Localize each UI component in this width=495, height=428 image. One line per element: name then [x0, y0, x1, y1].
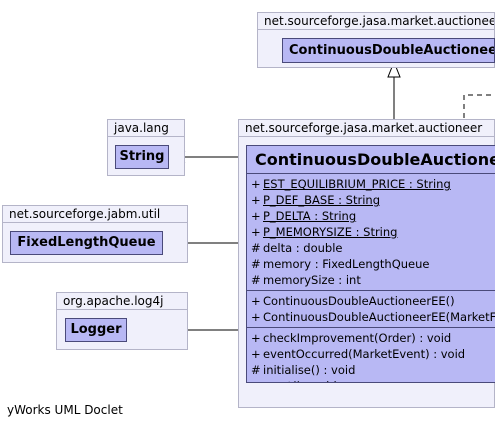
dashed-dependency-line: [463, 94, 495, 145]
class-member: +P_DELTA : String: [251, 208, 495, 224]
visibility-marker: +: [251, 378, 263, 382]
class-member: +ContinuousDoubleAuctioneerEE(): [251, 293, 495, 309]
visibility-marker: #: [251, 257, 261, 271]
java-lang-package-name: java.lang: [107, 119, 185, 136]
visibility-marker: +: [251, 177, 261, 191]
class-member: #memory : FixedLengthQueue: [251, 256, 495, 272]
class-member: #initialise() : void: [251, 362, 495, 378]
visibility-marker: +: [251, 225, 261, 239]
class-member: +eventOccurred(MarketEvent) : void: [251, 346, 495, 362]
visibility-marker: +: [251, 193, 261, 207]
visibility-marker: +: [251, 209, 261, 223]
main-package-name: net.sourceforge.jasa.market.auctioneer: [238, 119, 495, 136]
methods-section: +checkImprovement(Order) : void+eventOcc…: [247, 328, 495, 382]
visibility-marker: #: [251, 241, 261, 255]
class-member: +EST_EQUILIBRIUM_PRICE : String: [251, 176, 495, 192]
visibility-marker: #: [251, 363, 261, 377]
visibility-marker: #: [251, 273, 261, 287]
jabm-util-package-name: net.sourceforge.jabm.util: [2, 205, 188, 222]
visibility-marker: +: [251, 310, 261, 324]
member-signature: ContinuousDoubleAuctioneerEE(MarketFacad…: [263, 310, 495, 324]
class-member: +ContinuousDoubleAuctioneerEE(MarketFaca…: [251, 309, 495, 325]
continuous-double-auctioneer-ee-class[interactable]: ContinuousDoubleAuctioneerEE +EST_EQUILI…: [246, 145, 495, 383]
class-member: +reset() : void: [251, 378, 495, 382]
member-signature: reset() : void: [263, 379, 337, 382]
member-signature: P_DEF_BASE : String: [263, 193, 380, 207]
class-member: #delta : double: [251, 240, 495, 256]
fixed-length-queue-class[interactable]: FixedLengthQueue: [10, 231, 163, 255]
continuous-double-auctioneer-class[interactable]: ContinuousDoubleAuctioneer: [282, 38, 495, 63]
member-signature: memorySize : int: [263, 273, 361, 287]
class-member: +P_MEMORYSIZE : String: [251, 224, 495, 240]
member-signature: P_MEMORYSIZE : String: [263, 225, 398, 239]
attributes-section: +EST_EQUILIBRIUM_PRICE : String+P_DEF_BA…: [247, 174, 495, 291]
member-signature: initialise() : void: [263, 363, 356, 377]
member-signature: P_DELTA : String: [263, 209, 357, 223]
generalization-arrowhead: [387, 60, 401, 78]
member-signature: memory : FixedLengthQueue: [263, 257, 430, 271]
main-class-title: ContinuousDoubleAuctioneerEE: [247, 146, 495, 174]
log4j-package-name: org.apache.log4j: [56, 292, 188, 309]
class-member: #memorySize : int: [251, 272, 495, 288]
class-member: +P_DEF_BASE : String: [251, 192, 495, 208]
member-signature: checkImprovement(Order) : void: [263, 331, 452, 345]
class-member: +checkImprovement(Order) : void: [251, 330, 495, 346]
member-signature: eventOccurred(MarketEvent) : void: [263, 347, 466, 361]
string-class[interactable]: String: [115, 145, 169, 169]
visibility-marker: +: [251, 347, 261, 361]
logger-class[interactable]: Logger: [65, 318, 127, 342]
member-signature: ContinuousDoubleAuctioneerEE(): [263, 294, 455, 308]
visibility-marker: +: [251, 331, 261, 345]
member-signature: EST_EQUILIBRIUM_PRICE : String: [263, 177, 451, 191]
member-signature: delta : double: [263, 241, 343, 255]
constructors-section: +ContinuousDoubleAuctioneerEE()+Continuo…: [247, 291, 495, 328]
top-package-name: net.sourceforge.jasa.market.auctioneer: [257, 12, 495, 29]
footer-credit: yWorks UML Doclet: [7, 403, 123, 417]
visibility-marker: +: [251, 294, 261, 308]
